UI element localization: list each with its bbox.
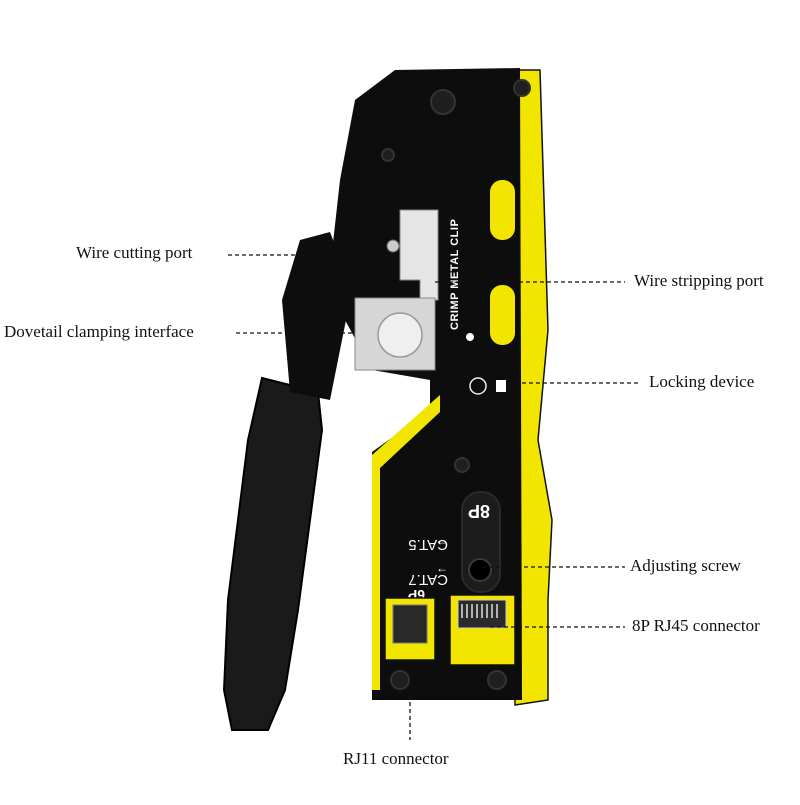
crimp-marking: CRIMP METAL CLIP [449, 219, 461, 330]
label-8p-rj45-connector: 8P RJ45 connector [632, 616, 760, 635]
marking-cat7: CAT.7 [408, 571, 448, 588]
adjusting-screw [468, 558, 492, 582]
lock-square [496, 380, 506, 392]
label-dovetail-clamping-interface: Dovetail clamping interface [4, 322, 194, 341]
arrow-cat7: ← [436, 561, 448, 575]
side-screw [381, 148, 395, 162]
label-rj11-connector: RJ11 connector [343, 749, 449, 768]
label-locking-device: Locking device [649, 372, 755, 391]
small-screw-left [454, 457, 470, 473]
label-wire-cutting-port: Wire cutting port [76, 243, 193, 262]
top-screw [430, 89, 456, 115]
marking-8p: 8P [468, 501, 490, 521]
rj11-inner [392, 604, 428, 644]
arrow-cat5: ← [436, 534, 448, 548]
bottom-screw-left [390, 670, 410, 690]
handle-grip [222, 376, 324, 731]
upper-slot [490, 180, 515, 240]
die-pin [386, 239, 400, 253]
label-wire-stripping-port: Wire stripping port [634, 271, 764, 290]
rj45-pins [461, 604, 498, 618]
bottom-screw-right [487, 670, 507, 690]
marking-cat5: CAT.5 [408, 536, 448, 553]
white-dot [466, 333, 474, 341]
dovetail-hole [377, 312, 423, 358]
lower-slot [490, 285, 515, 345]
lock-knob [469, 377, 487, 395]
yellow-lower-panel [372, 395, 440, 690]
label-adjusting-screw: Adjusting screw [630, 556, 741, 575]
top-right-screw [513, 79, 531, 97]
